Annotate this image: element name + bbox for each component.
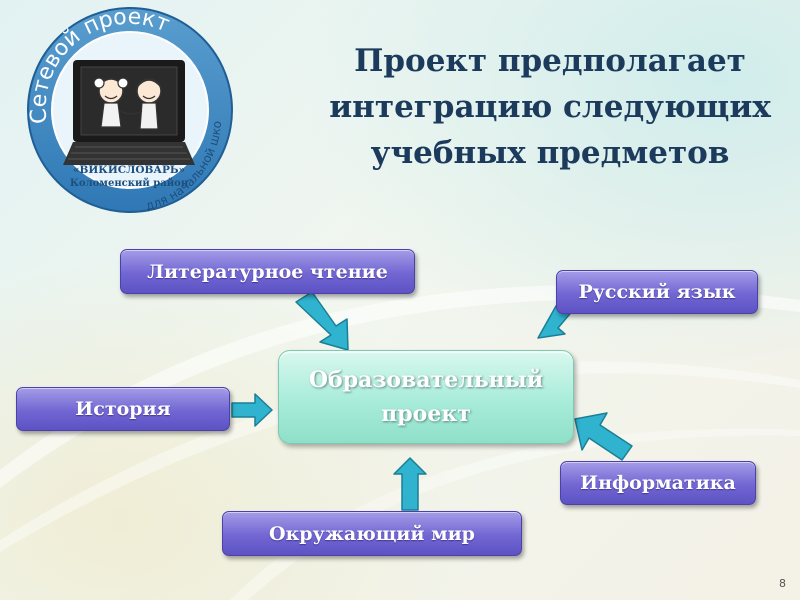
arrow-informatics [575, 413, 632, 460]
educational-project-node: Образовательный проект [278, 350, 574, 444]
subject-world: Окружающий мир [222, 511, 522, 556]
arrow-world [394, 458, 426, 510]
center-line: проект [381, 397, 471, 431]
arrow-history [232, 394, 272, 426]
subject-russian: Русский язык [556, 270, 758, 314]
page-number: 8 [779, 577, 786, 590]
subject-informatics: Информатика [560, 461, 756, 505]
arrow-literature [296, 292, 348, 350]
center-line: Образовательный [309, 363, 543, 397]
subject-history: История [16, 387, 230, 431]
subject-literature: Литературное чтение [120, 249, 415, 294]
